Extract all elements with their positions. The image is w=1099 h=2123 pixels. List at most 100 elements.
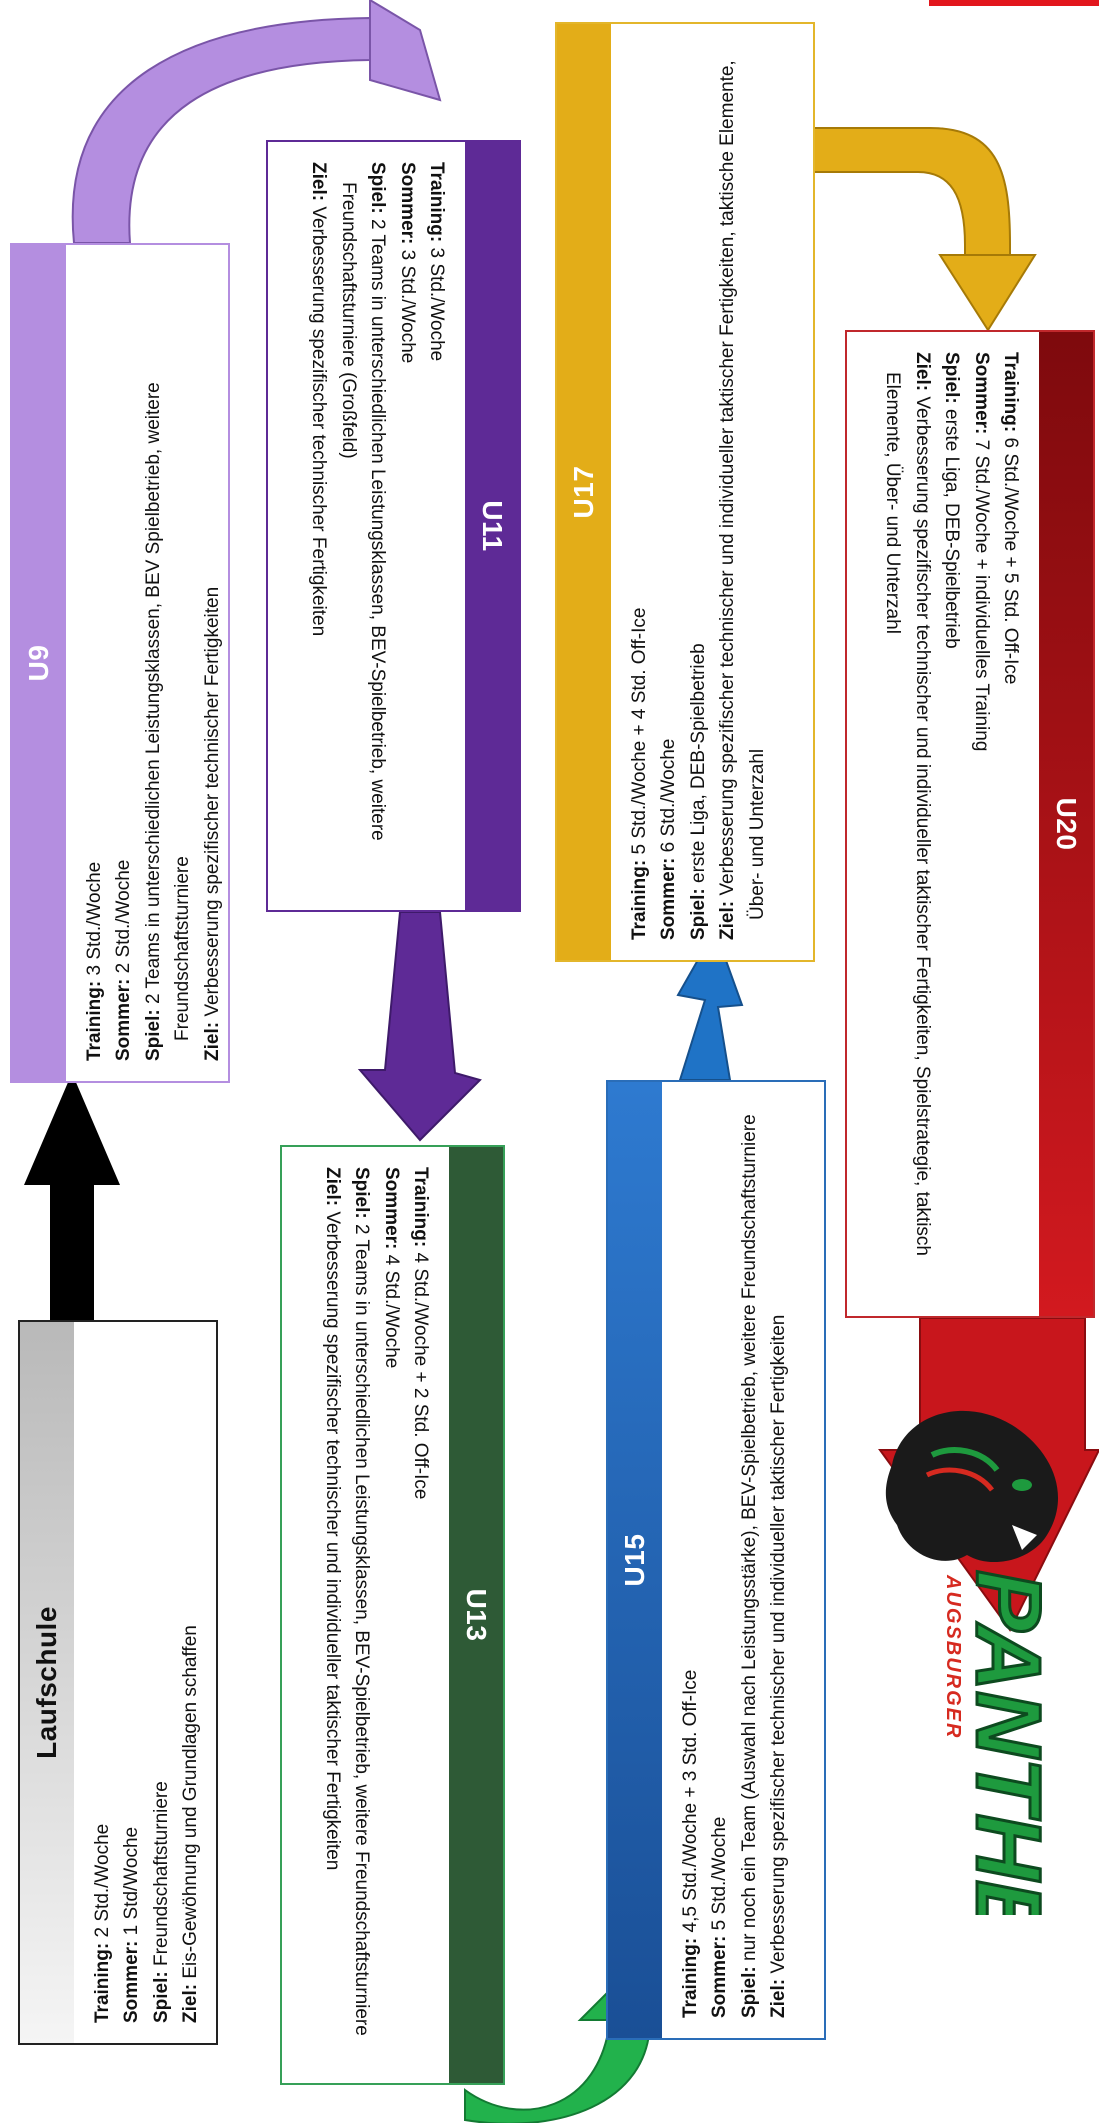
card-u13-spiel-value: 2 Teams in unterschiedlichen Leistungskl… — [351, 1224, 373, 2036]
training-label: Training: — [629, 859, 650, 940]
card-u9-spiel-value: 2 Teams in unterschiedlichen Leistungskl… — [142, 382, 194, 1041]
card-u17-spiel-value: erste Liga, DEB-Spielbetrieb — [687, 643, 709, 883]
card-u9-title: U9 — [23, 644, 54, 682]
card-u11-header: U11 — [465, 142, 519, 910]
card-u13-training-value: 4 Std./Woche + 2 Std. Off-Ice — [410, 1252, 431, 1500]
arrow-u17-to-u20 — [811, 127, 1011, 261]
card-u11-title: U11 — [477, 500, 508, 552]
card-laufschule-spiel-value: Freundschaftsturniere — [150, 1781, 172, 1966]
spiel-label: Spiel: — [142, 1009, 164, 1061]
ziel-label: Ziel: — [308, 162, 330, 202]
spiel-label: Spiel: — [367, 162, 389, 214]
card-u11-ziel: Ziel: Verbesserung spezifischer technisc… — [304, 162, 333, 892]
card-u17-title: U17 — [568, 465, 599, 519]
card-u20: U20 Training: 6 Std./Woche + 5 Std. Off-… — [845, 330, 1095, 1318]
card-u17-ziel: Ziel: Verbesserung spezifischer technisc… — [713, 42, 772, 940]
spiel-label: Spiel: — [351, 1167, 373, 1219]
card-u15-inner: U15 Training: 4,5 Std./Woche + 3 Std. Of… — [606, 1080, 826, 2040]
card-u9-sommer: Sommer: 2 Std./Woche — [109, 263, 138, 1061]
logo-top-word: AUGSBURGER — [942, 1574, 964, 1739]
card-u20-title: U20 — [1051, 797, 1082, 851]
card-laufschule-sommer-value: 1 Std/Woche — [121, 1826, 143, 1936]
sommer-label: Sommer: — [709, 1935, 731, 2018]
card-u17-training: Training: 5 Std./Woche + 4 Std. Off-Ice — [625, 42, 654, 940]
card-u11-training: Training: 3 Std./Woche — [422, 162, 451, 892]
card-u20-header: U20 — [1039, 332, 1093, 1316]
sommer-label: Sommer: — [113, 978, 135, 1061]
card-u20-training-value: 6 Std./Woche + 5 Std. Off-Ice — [1000, 437, 1021, 685]
card-laufschule-body: Training: 2 Std./Woche Sommer: 1 Std/Woc… — [74, 1322, 216, 2043]
card-u9-inner: U9 Training: 3 Std./Woche Sommer: 2 Std.… — [10, 243, 230, 1083]
training-label: Training: — [92, 1942, 113, 2023]
logo-main-word: PANTHER — [957, 1570, 1059, 1915]
card-u11-inner: U11 Training: 3 Std./Woche Sommer: 3 Std… — [266, 140, 521, 912]
logo-main-wordmark: PANTHER — [956, 1569, 1061, 1916]
sommer-label: Sommer: — [658, 857, 680, 940]
training-label: Training: — [426, 162, 447, 243]
card-u20-ziel-value: Verbesserung spezifischer technischer un… — [882, 372, 933, 1257]
spiel-label: Spiel: — [941, 352, 963, 404]
card-u17-spiel: Spiel: erste Liga, DEB-Spielbetrieb — [684, 42, 713, 940]
card-u13-header: U13 — [449, 1147, 503, 2083]
card-u9-ziel: Ziel: Verbesserung spezifischer technisc… — [198, 263, 227, 1061]
card-u20-sommer-value: 7 Std./Woche + individuelles Training — [970, 439, 992, 752]
sommer-label: Sommer: — [396, 162, 418, 245]
card-u9-header: U9 — [12, 245, 66, 1081]
sommer-label: Sommer: — [121, 1940, 143, 2023]
training-label: Training: — [84, 980, 105, 1061]
arrow-u17-to-u20-head — [938, 254, 1037, 332]
training-label: Training: — [1000, 352, 1021, 433]
card-u11-spiel: Spiel: 2 Teams in unterschiedlichen Leis… — [333, 162, 392, 892]
card-u17-body: Training: 5 Std./Woche + 4 Std. Off-Ice … — [611, 24, 813, 960]
training-label: Training: — [680, 1937, 701, 2018]
card-u17-header: U17 — [557, 24, 611, 960]
card-u13-ziel-value: Verbesserung spezifischer technischer un… — [321, 1211, 343, 1871]
card-u9-spiel: Spiel: 2 Teams in unterschiedlichen Leis… — [139, 263, 198, 1061]
ziel-label: Ziel: — [180, 1983, 202, 2023]
card-u17-sommer: Sommer: 6 Std./Woche — [654, 42, 683, 940]
card-u17-inner: U17 Training: 5 Std./Woche + 4 Std. Off-… — [555, 22, 815, 962]
card-u20-spiel-value: erste Liga, DEB-Spielbetrieb — [941, 409, 963, 649]
training-label: Training: — [410, 1167, 431, 1248]
card-u13: U13 Training: 4 Std./Woche + 2 Std. Off-… — [280, 1145, 505, 2085]
card-laufschule-training: Training: 2 Std./Woche — [88, 1340, 117, 2023]
card-u15-title: U15 — [619, 1533, 650, 1587]
sommer-label: Sommer: — [970, 352, 992, 435]
panther-head-icon — [885, 1410, 1059, 1563]
card-u17-sommer-value: 6 Std./Woche — [658, 738, 680, 853]
spiel-label: Spiel: — [687, 888, 709, 940]
card-u13-ziel: Ziel: Verbesserung spezifischer technisc… — [317, 1167, 346, 2065]
card-u11-training-value: 3 Std./Woche — [426, 247, 447, 362]
spiel-label: Spiel: — [150, 1971, 172, 2023]
card-laufschule-title: Laufschule — [31, 1606, 62, 1759]
card-u20-spiel: Spiel: erste Liga, DEB-Spielbetrieb — [937, 352, 966, 1298]
card-laufschule-inner: Laufschule Training: 2 Std./Woche Sommer… — [18, 1320, 218, 2045]
card-u17-training-value: 5 Std./Woche + 4 Std. Off-Ice — [629, 607, 650, 855]
card-u13-title: U13 — [461, 1588, 492, 1642]
card-u13-inner: U13 Training: 4 Std./Woche + 2 Std. Off-… — [280, 1145, 505, 2085]
card-u13-spiel: Spiel: 2 Teams in unterschiedlichen Leis… — [347, 1167, 376, 2065]
card-u13-body: Training: 4 Std./Woche + 2 Std. Off-Ice … — [282, 1147, 449, 2083]
ziel-label: Ziel: — [911, 352, 933, 392]
sommer-label: Sommer: — [380, 1167, 402, 1250]
card-u9-sommer-value: 2 Std./Woche — [113, 859, 135, 974]
card-u13-sommer: Sommer: 4 Std./Woche — [376, 1167, 405, 2065]
card-u11-sommer: Sommer: 3 Std./Woche — [392, 162, 421, 892]
ziel-label: Ziel: — [717, 900, 739, 940]
card-u11-body: Training: 3 Std./Woche Sommer: 3 Std./Wo… — [268, 142, 465, 910]
spiel-label: Spiel: — [738, 1966, 760, 2018]
card-u11: U11 Training: 3 Std./Woche Sommer: 3 Std… — [266, 140, 521, 912]
card-u15: U15 Training: 4,5 Std./Woche + 3 Std. Of… — [606, 1080, 826, 2040]
card-u9-training: Training: 3 Std./Woche — [80, 263, 109, 1061]
card-u15-ziel-value: Verbesserung spezifischer technischer un… — [768, 1314, 790, 1974]
ziel-label: Ziel: — [321, 1167, 343, 1207]
card-laufschule-header: Laufschule — [20, 1322, 74, 2043]
arrow-u9-to-u11-head — [369, 0, 442, 102]
card-u9: U9 Training: 3 Std./Woche Sommer: 2 Std.… — [10, 243, 230, 1083]
card-u20-inner: U20 Training: 6 Std./Woche + 5 Std. Off-… — [845, 330, 1095, 1318]
corner-accent-bar — [929, 0, 1099, 6]
arrow-laufschule-to-u9 — [24, 1073, 120, 1320]
card-u11-ziel-value: Verbesserung spezifischer technischer Fe… — [308, 206, 330, 637]
card-u15-spiel-value: nur noch ein Team (Auswahl nach Leistung… — [738, 1114, 760, 1961]
